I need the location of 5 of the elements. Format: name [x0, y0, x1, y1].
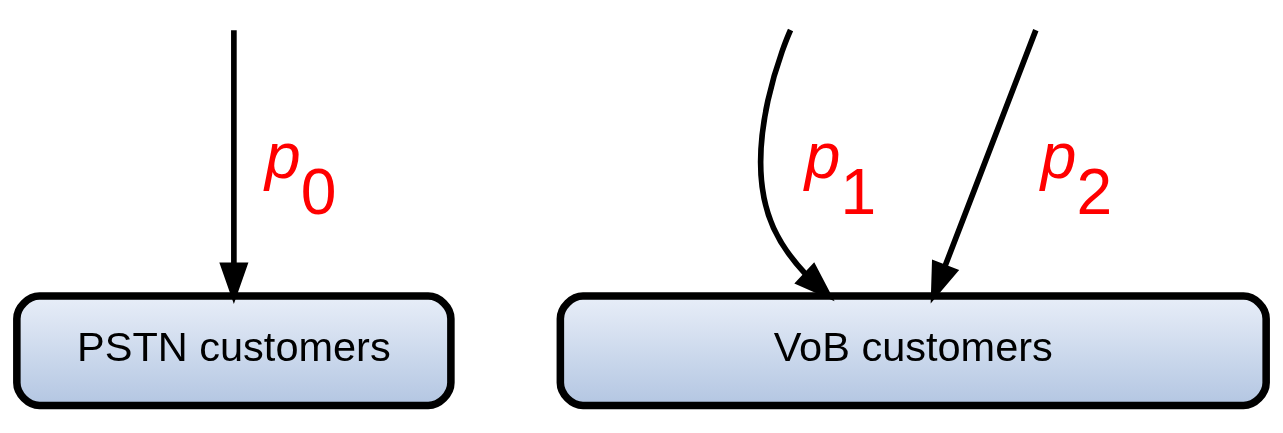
- arrow: [219, 29, 249, 304]
- arrow: [930, 28, 1039, 303]
- arrow: [757, 28, 835, 301]
- node-box: PSTN customers: [13, 291, 455, 409]
- node-box: VoB customers: [556, 291, 1270, 409]
